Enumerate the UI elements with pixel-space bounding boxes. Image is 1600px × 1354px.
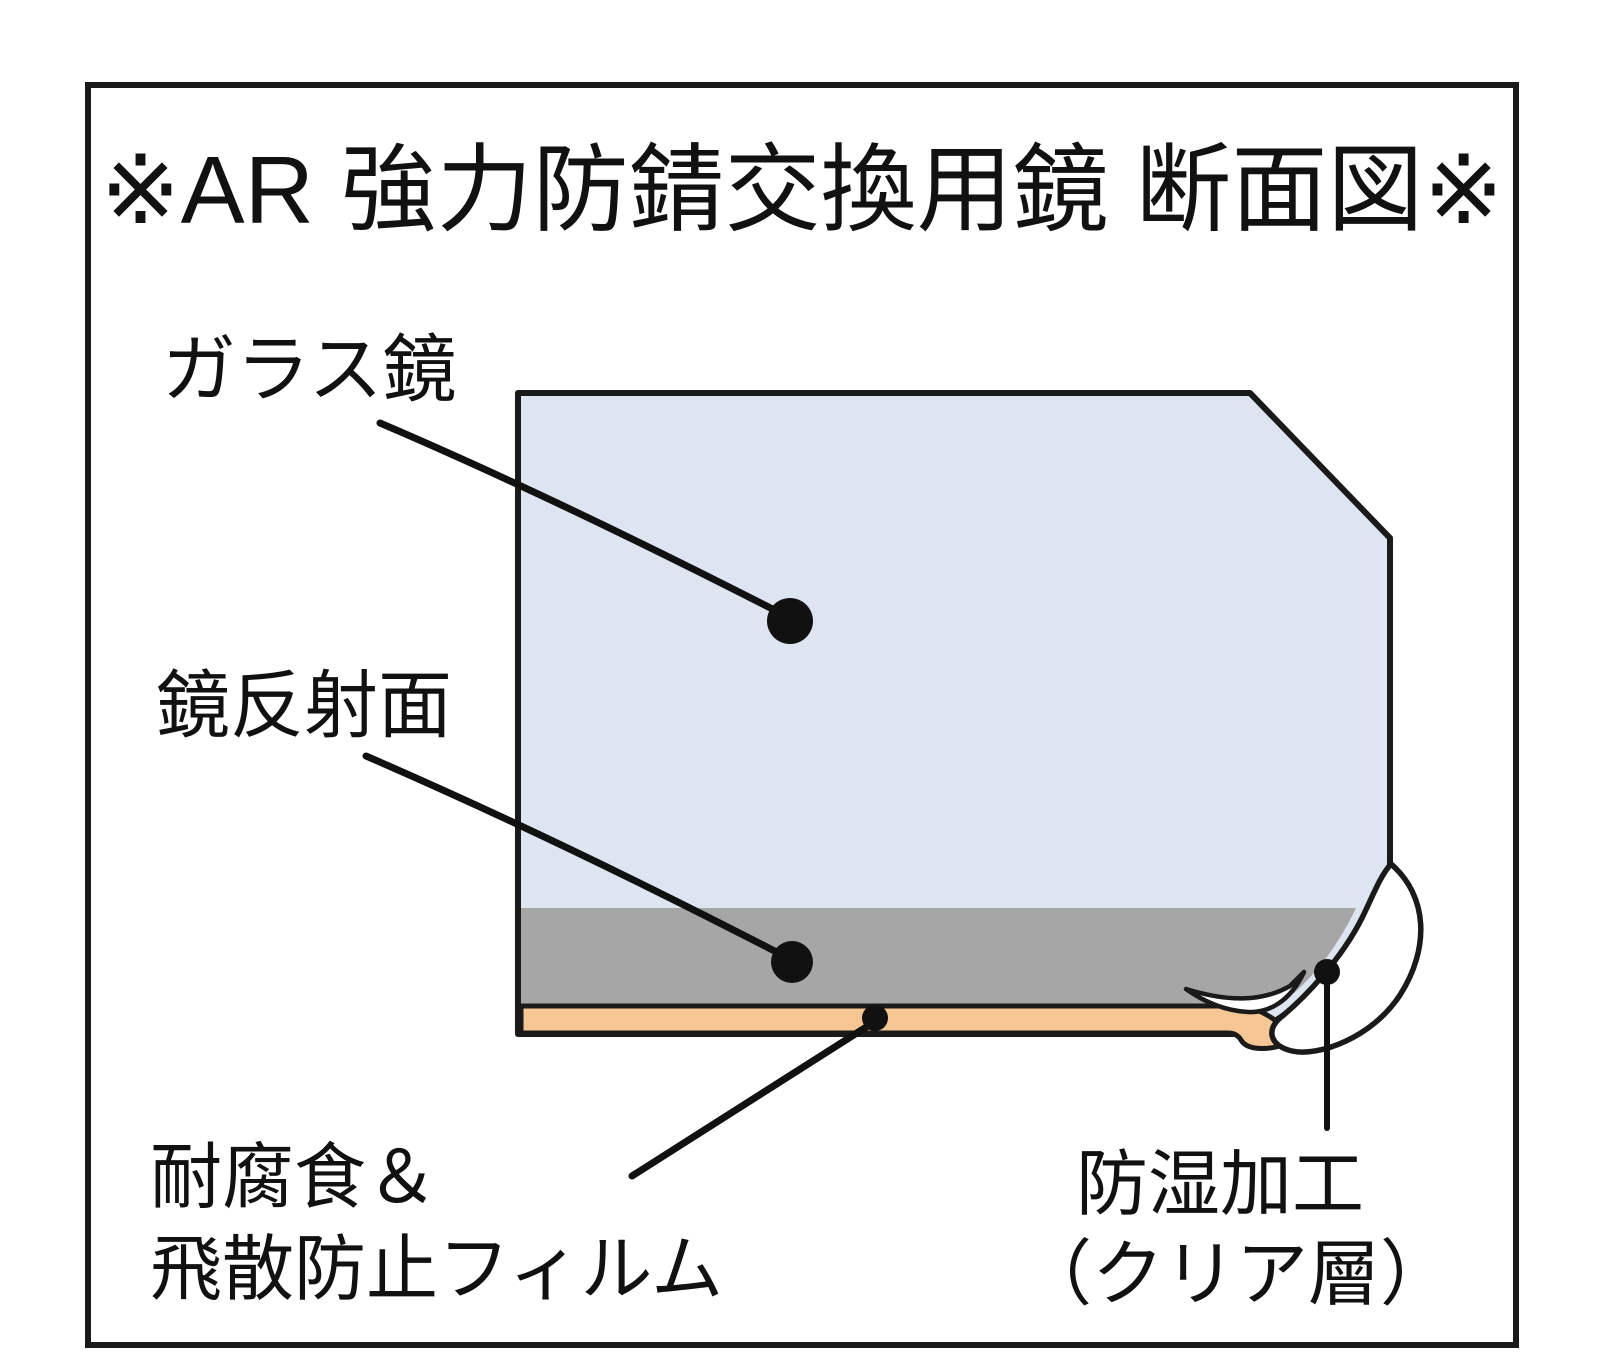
- reflective-leader-line: [362, 752, 792, 962]
- diagram-title: ※AR 強力防錆交換用鏡 断面図※: [100, 137, 1504, 244]
- diagram-frame-border: [85, 82, 1519, 1348]
- film-callout-dot: [862, 1005, 888, 1031]
- glass-callout-dot: [767, 598, 813, 644]
- clear-layer-label-line1: 防湿加工: [1075, 1145, 1364, 1225]
- film-label-line1: 耐腐食＆: [150, 1138, 439, 1218]
- glass-label: ガラス鏡: [162, 328, 457, 411]
- reflective-callout-dot: [771, 941, 813, 983]
- film-leader-line: [628, 1020, 875, 1180]
- reflective-layer: [521, 908, 1356, 1006]
- clear-layer-label-line2: （クリア層）: [1020, 1235, 1453, 1315]
- clear-layer-label: 防湿加工 （クリア層）: [1020, 1140, 1453, 1320]
- clear-layer-sliver: [1269, 861, 1424, 1055]
- clear-callout-dot: [1314, 959, 1340, 985]
- clear-layer-crescent: [1183, 969, 1307, 1015]
- film-label: 耐腐食＆ 飛散防止フィルム: [150, 1132, 850, 1316]
- glass-leader-line: [376, 419, 794, 622]
- reflective-surface-label: 鏡反射面: [156, 664, 452, 747]
- film-label-line2: 飛散防止フィルム: [150, 1230, 724, 1310]
- film-layer: [518, 1003, 1290, 1051]
